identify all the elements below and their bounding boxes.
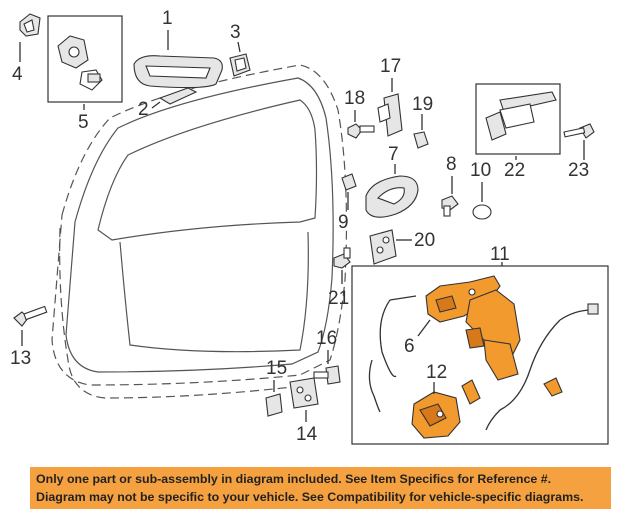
part-12-latch — [411, 391, 461, 439]
callout-19: 19 — [412, 94, 433, 115]
part-1-outside-handle — [133, 55, 223, 89]
part-6-latch-actuator — [425, 275, 501, 323]
callout-20: 20 — [414, 230, 435, 251]
callout-12: 12 — [426, 362, 447, 383]
part-11-box — [351, 265, 609, 445]
callout-17: 17 — [380, 56, 401, 77]
part-22-door-check — [485, 91, 557, 141]
callout-3: 3 — [230, 22, 241, 43]
part-13-bolt — [13, 305, 48, 327]
disclaimer-line-2: Diagram may not be specific to your vehi… — [36, 490, 584, 504]
part-23-bolt — [563, 123, 595, 139]
callout-15: 15 — [266, 358, 287, 379]
callout-1: 1 — [162, 8, 173, 29]
callout-16: 16 — [316, 328, 337, 349]
callout-8: 8 — [446, 154, 457, 175]
callout-23: 23 — [568, 160, 589, 181]
part-18-bolt — [347, 123, 375, 139]
part-8-screw — [441, 195, 459, 217]
part-7-inside-handle — [365, 175, 419, 218]
callout-10: 10 — [470, 160, 491, 181]
part-11-latch-bracket — [465, 289, 521, 381]
part-17-bracket — [377, 93, 403, 137]
part-22-box — [475, 83, 561, 155]
part-11-cables — [368, 295, 599, 431]
callout-21: 21 — [328, 288, 349, 309]
part-16-bolt — [313, 365, 341, 385]
disclaimer-banner: Only one part or sub-assembly in diagram… — [30, 467, 611, 509]
callout-2: 2 — [138, 99, 149, 120]
callout-7: 7 — [388, 144, 399, 165]
part-11-small-clip — [461, 377, 563, 405]
part-5-box — [47, 15, 123, 103]
part-19-clip — [413, 131, 429, 149]
part-2-bezel — [158, 87, 198, 105]
callout-22: 22 — [504, 160, 525, 181]
part-10-cap — [472, 204, 492, 220]
part-4-bracket — [19, 13, 41, 37]
part-21-bolt — [333, 247, 351, 269]
callout-5: 5 — [78, 112, 89, 133]
part-3-gasket — [229, 53, 251, 77]
callout-18: 18 — [344, 88, 365, 109]
callout-11: 11 — [490, 244, 510, 265]
part-15-spacer — [265, 393, 283, 417]
part-9-clip — [341, 173, 357, 191]
disclaimer-line-1: Only one part or sub-assembly in diagram… — [36, 472, 552, 486]
callout-13: 13 — [10, 348, 31, 369]
callout-9: 9 — [338, 212, 349, 233]
door-outline — [51, 64, 348, 399]
part-20-striker — [369, 229, 397, 265]
callout-14: 14 — [296, 424, 318, 445]
part-14-hinge — [289, 377, 319, 409]
callout-6: 6 — [404, 336, 415, 357]
callout-4: 4 — [12, 64, 23, 85]
part-5-lock-cylinder — [57, 35, 103, 91]
